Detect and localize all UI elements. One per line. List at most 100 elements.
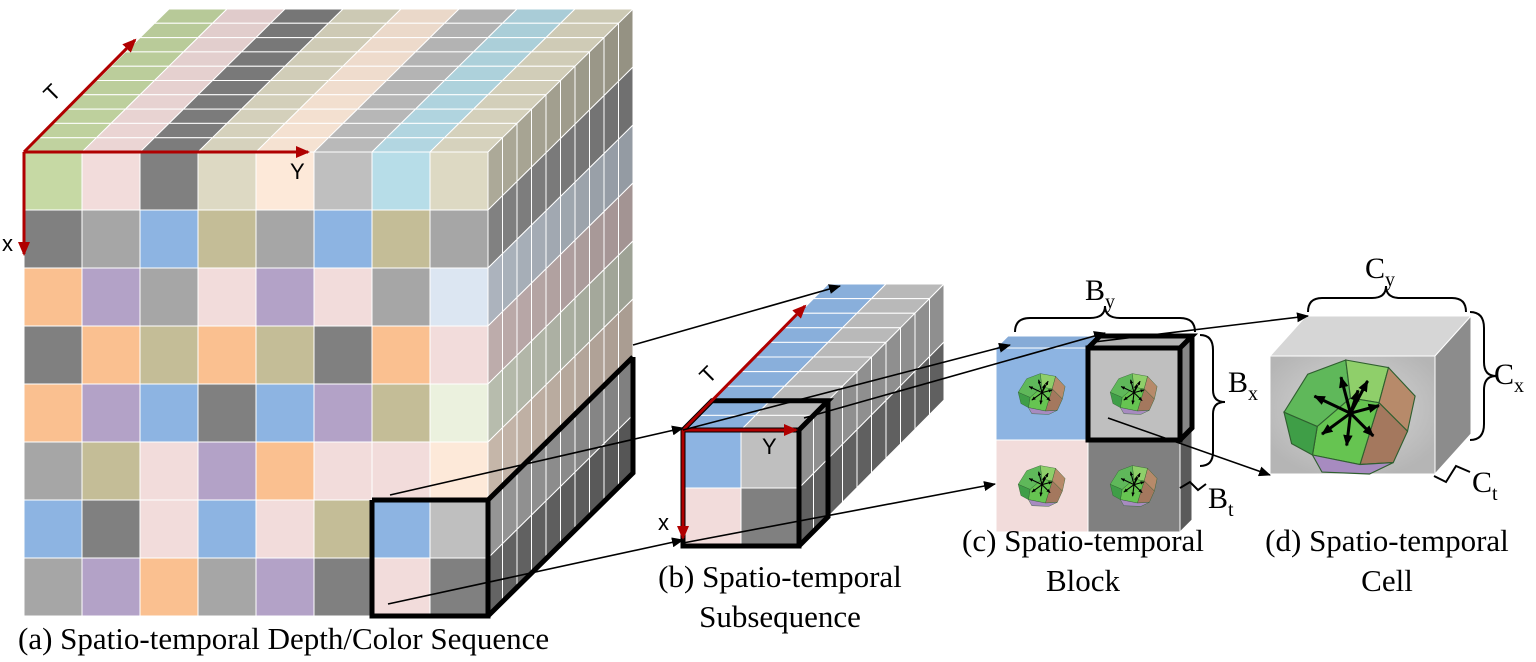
caption-a: (a) Spatio-temporal Depth/Color Sequence <box>18 621 550 656</box>
front-face-cell <box>197 383 257 443</box>
front-face-cell <box>429 557 489 617</box>
label-cx: Cx <box>1494 358 1524 397</box>
front-face-cell <box>23 383 83 443</box>
front-face-cell <box>23 557 83 617</box>
subsequence-highlight <box>369 355 636 619</box>
gradient-direction-arrow <box>1129 471 1135 485</box>
gradient-direction-arrow <box>1349 412 1375 438</box>
brace-bt <box>1179 480 1207 492</box>
label-cy: Cy <box>1365 252 1395 291</box>
spatio-temporal-cell <box>1268 314 1473 476</box>
front-face-cell <box>371 151 431 211</box>
front-face-cell <box>197 267 257 327</box>
gradient-direction-arrow <box>1133 476 1138 485</box>
sub-front-cell <box>682 429 742 489</box>
spatio-temporal-block <box>994 333 1199 534</box>
front-face-cell <box>371 267 431 327</box>
front-face-cell <box>139 151 199 211</box>
block-cell-descriptor <box>1017 373 1066 415</box>
front-face-cell <box>197 209 257 269</box>
front-face-cell <box>139 209 199 269</box>
front-face-cell <box>429 151 489 211</box>
caption-d-line1: (d) Spatio-temporal <box>1265 523 1509 558</box>
brace-bx <box>1199 334 1226 467</box>
gradient-direction-arrow <box>1131 392 1135 405</box>
gradient-direction-arrow <box>1031 392 1043 401</box>
front-face-cell <box>313 499 373 559</box>
gradient-direction-arrow <box>1349 389 1360 414</box>
polyhedron-face <box>1120 499 1150 507</box>
polyhedron-face <box>1120 407 1150 415</box>
caption-c-line2: Block <box>1045 563 1121 598</box>
gradient-direction-arrow <box>1039 392 1043 405</box>
brace-cx <box>1469 311 1497 441</box>
big-axis-y-label: Y <box>290 159 305 184</box>
gradient-direction-arrow <box>1129 379 1135 393</box>
gradient-direction-arrow <box>1133 392 1143 402</box>
sub-axis-y-label: Y <box>762 434 777 459</box>
gradient-direction-arrow <box>1133 389 1145 394</box>
front-face-cell <box>81 325 141 385</box>
gradient-direction-arrow <box>1041 484 1051 494</box>
gradient-direction-arrow <box>1120 478 1135 486</box>
front-face-cell <box>429 383 489 443</box>
front-face-cell <box>139 557 199 617</box>
sub-axis-t-label: T <box>694 361 721 388</box>
brace-by <box>1014 305 1196 333</box>
caption-c-line1: (c) Spatio-temporal <box>962 523 1204 558</box>
front-face-cell <box>371 325 431 385</box>
gradient-direction-arrow <box>1041 481 1053 486</box>
front-face-cell <box>139 499 199 559</box>
big-axis-x-label: x <box>2 231 13 256</box>
front-face-cell <box>197 441 257 501</box>
gradient-direction-arrow <box>1039 484 1043 497</box>
front-face-cell <box>371 441 431 501</box>
big-axis-t-label: T <box>38 79 65 106</box>
brace-ct <box>1433 464 1471 484</box>
polyhedron-face <box>1028 499 1058 507</box>
block-cell-descriptor <box>1109 465 1158 507</box>
front-face-cell <box>313 151 373 211</box>
connector-c-to-d-1 <box>1093 312 1309 343</box>
front-face-cell <box>429 325 489 385</box>
gradient-direction-arrow <box>1133 481 1145 486</box>
front-face-cell <box>255 383 315 443</box>
gradient-direction-arrow <box>1037 379 1043 393</box>
gradient-direction-arrow <box>1041 476 1046 485</box>
front-face-cell <box>429 209 489 269</box>
gradient-direction-arrow <box>1313 394 1352 415</box>
front-face-cell <box>197 325 257 385</box>
connector-b-to-c-2 <box>803 331 1106 419</box>
connector-a-to-b-3 <box>387 537 684 605</box>
caption-b-line1: (b) Spatio-temporal <box>658 559 902 594</box>
connector-c-to-d-2 <box>1107 417 1271 477</box>
connector-a-to-b-1 <box>632 284 841 346</box>
front-face-cell <box>139 267 199 327</box>
gradient-direction-arrow <box>1133 484 1143 494</box>
front-face-cell <box>81 209 141 269</box>
cell-descriptor <box>1283 359 1416 475</box>
gradient-direction-arrow <box>1321 411 1352 436</box>
front-face-cell <box>313 383 373 443</box>
gradient-direction-arrow <box>1350 403 1380 415</box>
gradient-direction-arrow <box>1131 484 1135 497</box>
block-top-cell <box>994 335 1102 349</box>
front-face-cell <box>81 499 141 559</box>
polyhedron-face <box>1028 407 1058 415</box>
label-by: By <box>1085 274 1115 313</box>
front-face-cell <box>313 557 373 617</box>
front-face-cell <box>197 151 257 211</box>
front-face-cell <box>23 325 83 385</box>
gradient-direction-arrow <box>1133 384 1138 393</box>
front-face-cell <box>255 499 315 559</box>
label-bx: Bx <box>1228 366 1258 405</box>
gradient-direction-arrow <box>1339 376 1352 414</box>
front-face-cell <box>313 209 373 269</box>
front-face-cell <box>81 151 141 211</box>
depth-color-sequence-cube <box>22 7 636 619</box>
sub-axis-x-label: x <box>658 510 669 535</box>
front-face-cell <box>81 557 141 617</box>
gradient-direction-arrow <box>1037 471 1043 485</box>
front-face-cell <box>23 209 83 269</box>
